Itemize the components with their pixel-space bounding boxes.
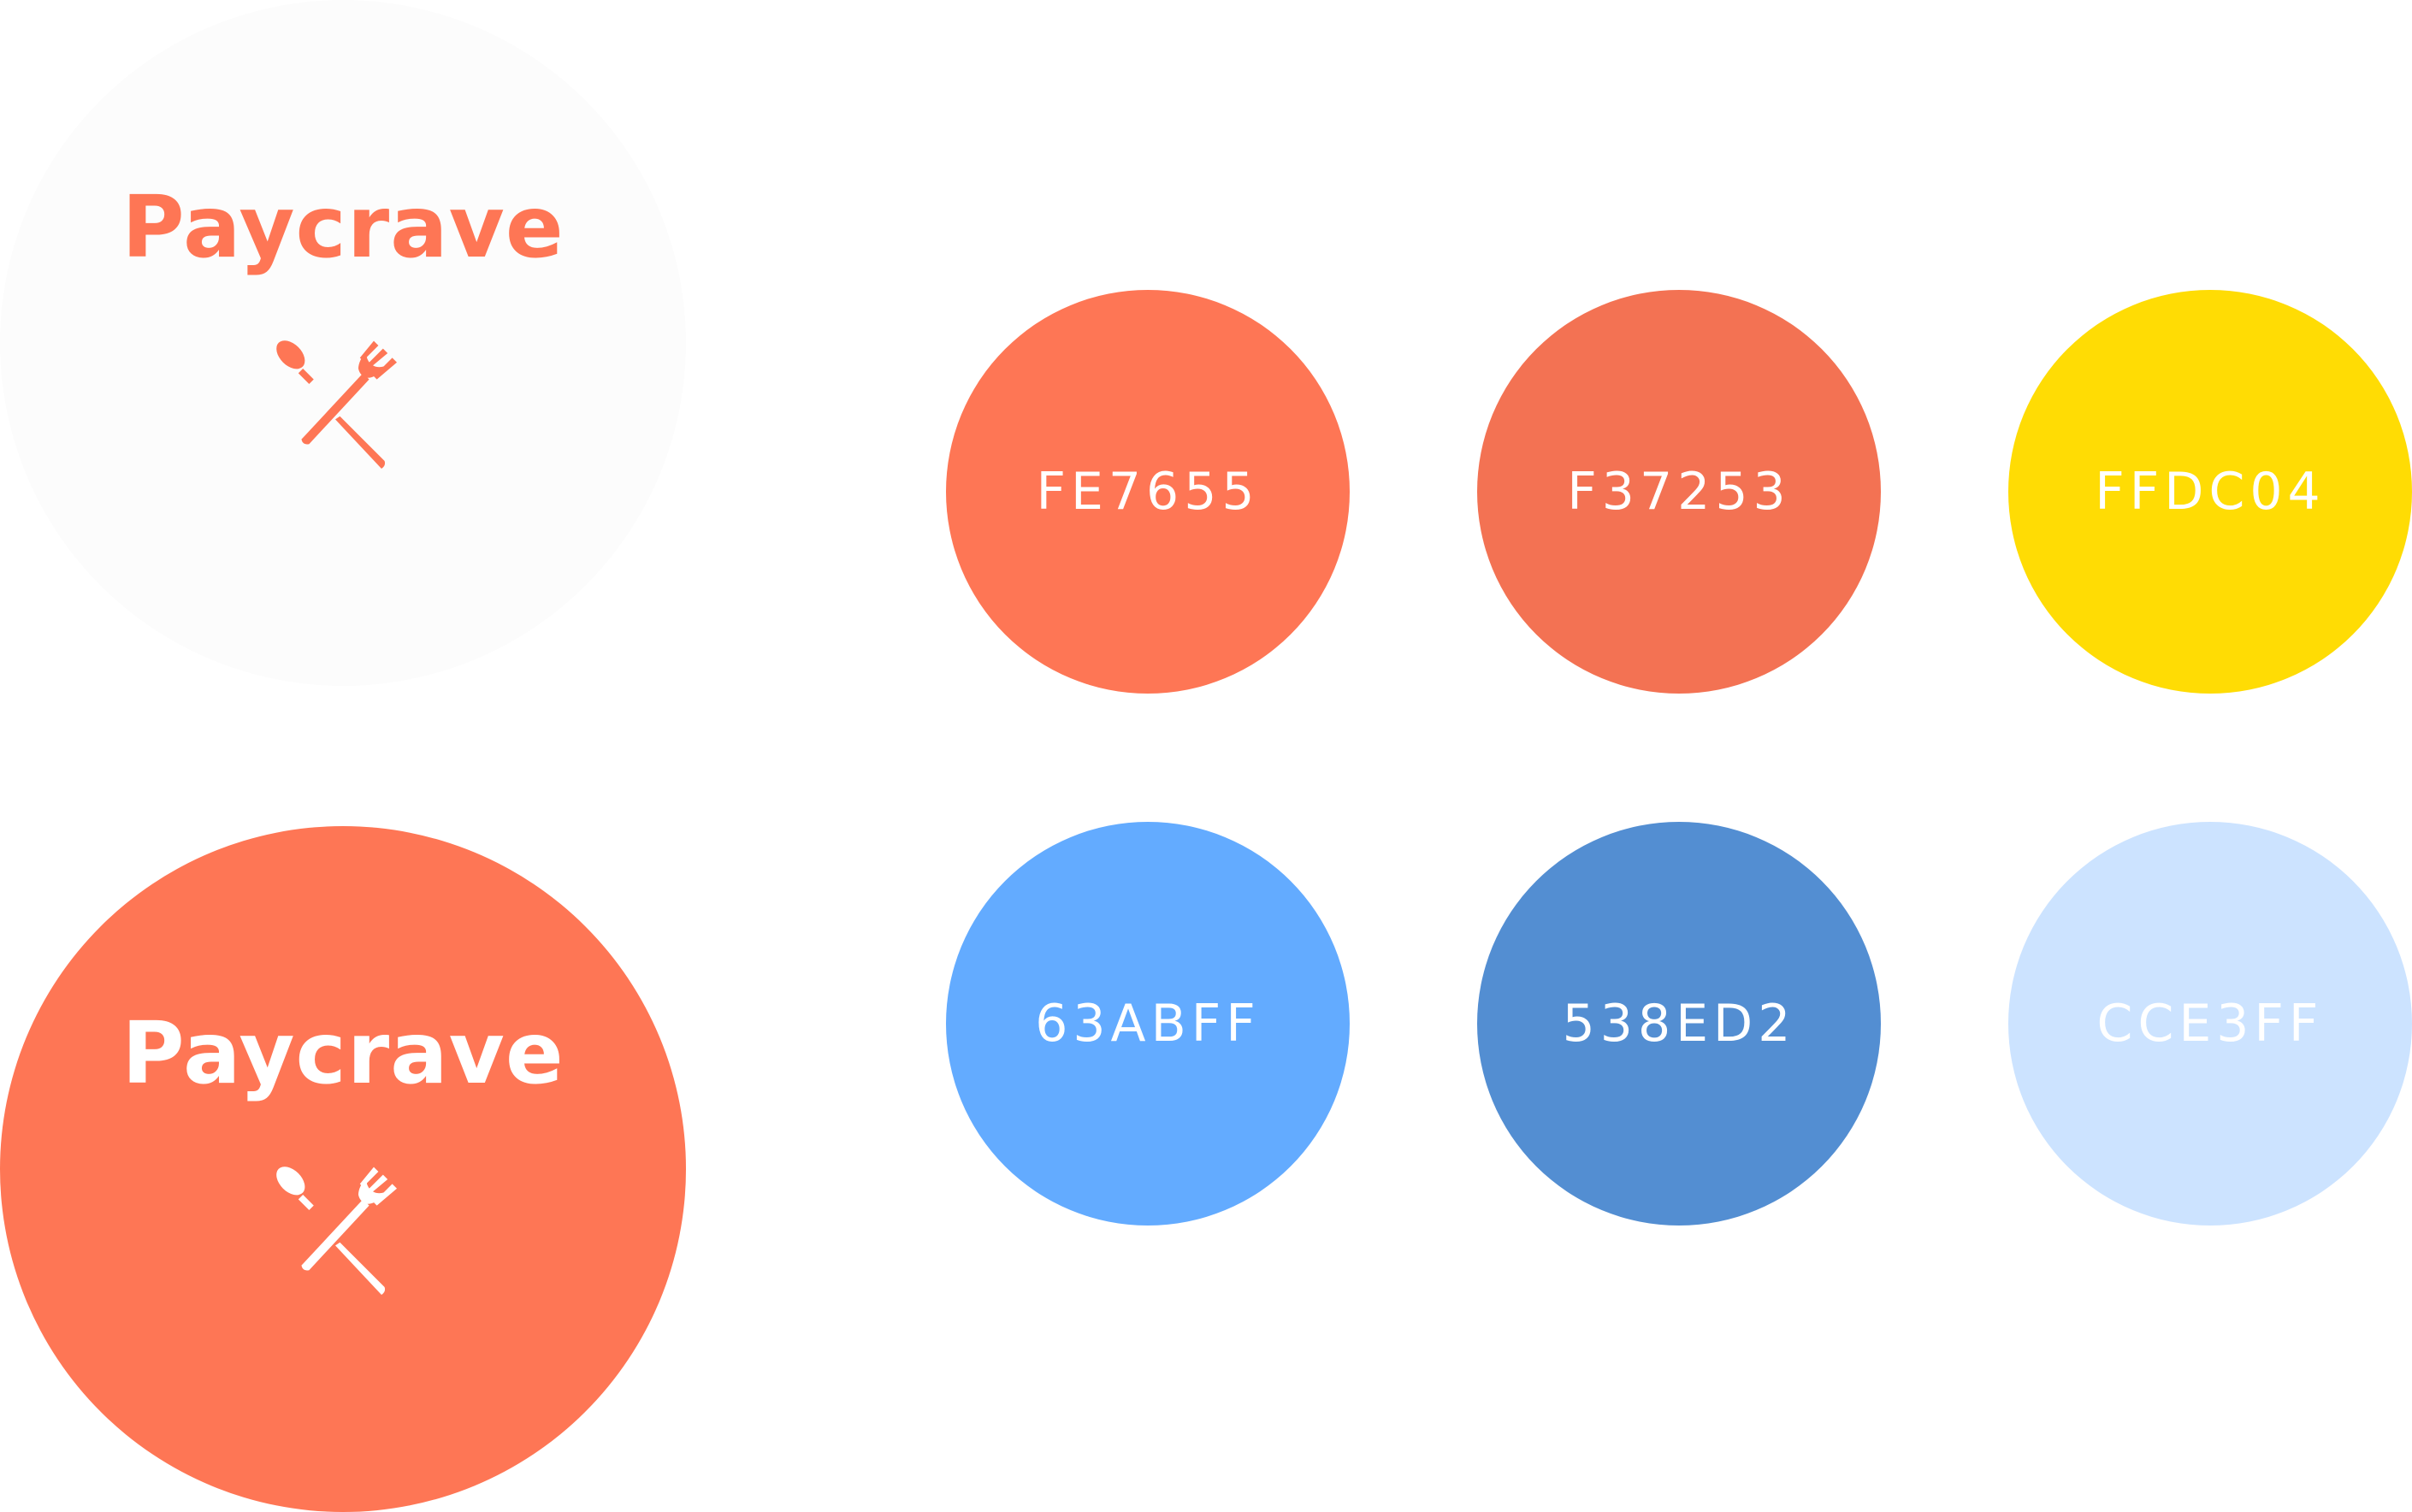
color-swatch: FFDC04 <box>2008 290 2412 694</box>
color-swatch: 538ED2 <box>1477 822 1881 1226</box>
color-swatch: FE7655 <box>946 290 1350 694</box>
color-hex-label: CCE3FF <box>2096 994 2324 1054</box>
color-hex-label: FE7655 <box>1036 462 1260 522</box>
color-hex-label: F37253 <box>1567 462 1791 522</box>
fork-and-spoon-icon <box>276 340 397 469</box>
logo-dark-variant: Paycrave <box>0 826 686 1512</box>
fork-and-spoon-icon <box>276 1166 397 1295</box>
logo-light-variant: Paycrave <box>0 0 686 686</box>
color-hex-label: 63ABFF <box>1035 994 1261 1054</box>
brand-name: Paycrave <box>121 1003 565 1103</box>
color-hex-label: FFDC04 <box>2095 462 2326 522</box>
color-swatch: CCE3FF <box>2008 822 2412 1226</box>
color-swatch: F37253 <box>1477 290 1881 694</box>
color-swatch: 63ABFF <box>946 822 1350 1226</box>
brand-name: Paycrave <box>121 177 565 277</box>
color-hex-label: 538ED2 <box>1562 994 1796 1054</box>
